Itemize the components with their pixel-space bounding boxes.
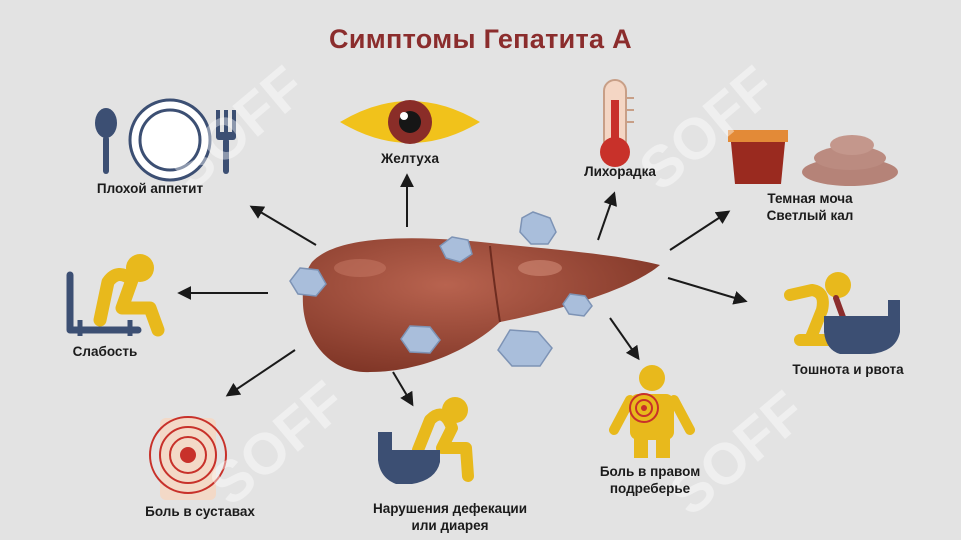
thermometer-icon: [600, 79, 634, 167]
label-jaundice: Желтуха: [381, 151, 439, 166]
page-title: Симптомы Гепатита А: [329, 24, 632, 54]
stool-icon: [802, 135, 898, 186]
arrow-to-fever: [597, 191, 617, 241]
weak-person-icon: [66, 254, 165, 337]
virus-particle: [400, 325, 441, 354]
label-dark-urine: Темная моча Светлый кал: [766, 191, 854, 223]
label-rib-pain: Боль в правом подреберье: [599, 464, 701, 496]
virus-particle: [289, 267, 327, 297]
virus-particle: [562, 293, 593, 317]
virus-particle: [439, 236, 473, 263]
arrow-to-rib: [609, 317, 640, 361]
eye-icon: [340, 100, 480, 144]
vomiting-person-icon: [784, 272, 900, 354]
arrow-to-joints: [225, 349, 296, 397]
label-fever: Лихорадка: [584, 164, 656, 179]
virus-particle: [519, 211, 557, 245]
virus-particles: [289, 211, 593, 367]
cutlery-icon: [95, 98, 236, 182]
label-joint-pain: Боль в суставах: [145, 504, 255, 519]
joint-pain-icon: [149, 416, 227, 500]
toilet-person-icon: [378, 397, 474, 484]
label-defecation: Нарушения дефекации или диарея: [372, 501, 528, 533]
arrow-to-nausea: [667, 277, 748, 305]
arrows: [177, 173, 748, 407]
label-poor-appetite: Плохой аппетит: [96, 181, 204, 196]
label-nausea: Тошнота и рвота: [792, 362, 904, 377]
arrow-to-defecation: [392, 371, 414, 407]
liver-illustration: [302, 238, 660, 373]
label-weakness: Слабость: [72, 344, 138, 359]
rib-pain-person-icon: [609, 365, 695, 458]
arrow-to-urine: [669, 210, 731, 251]
virus-particle: [497, 329, 553, 367]
urine-glass-icon: [728, 130, 788, 184]
arrow-to-appetite: [249, 205, 317, 246]
